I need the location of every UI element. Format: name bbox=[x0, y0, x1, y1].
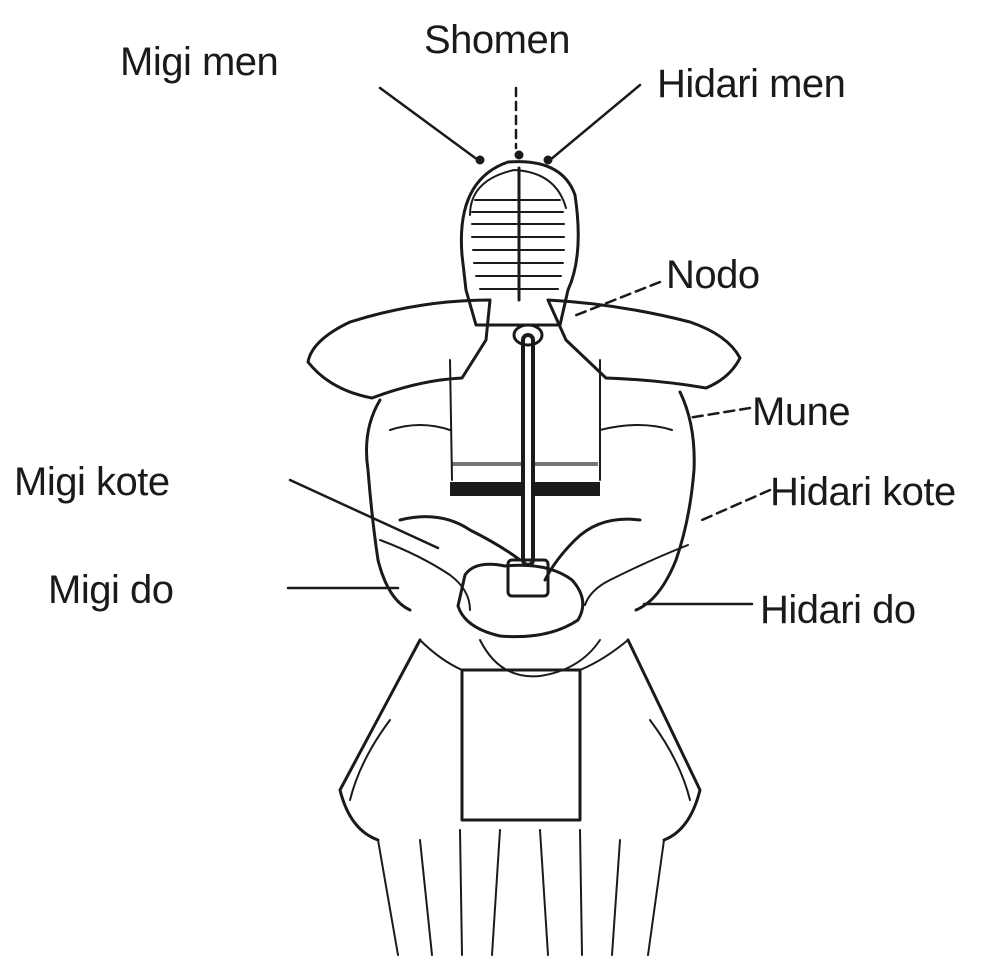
label-nodo: Nodo bbox=[666, 255, 760, 295]
label-hidari-men: Hidari men bbox=[657, 64, 845, 104]
label-mune: Mune bbox=[752, 392, 850, 432]
kote-gloves bbox=[458, 564, 583, 636]
left-shoulder-flap bbox=[308, 300, 490, 398]
label-shomen: Shomen bbox=[424, 20, 570, 60]
label-hidari-kote: Hidari kote bbox=[770, 472, 956, 512]
label-migi-kote: Migi kote bbox=[14, 462, 170, 502]
label-migi-men: Migi men bbox=[120, 42, 278, 82]
tare-and-hakama bbox=[340, 640, 700, 955]
label-hidari-do: Hidari do bbox=[760, 590, 916, 630]
right-shoulder-flap bbox=[548, 300, 740, 388]
label-migi-do: Migi do bbox=[48, 570, 173, 610]
